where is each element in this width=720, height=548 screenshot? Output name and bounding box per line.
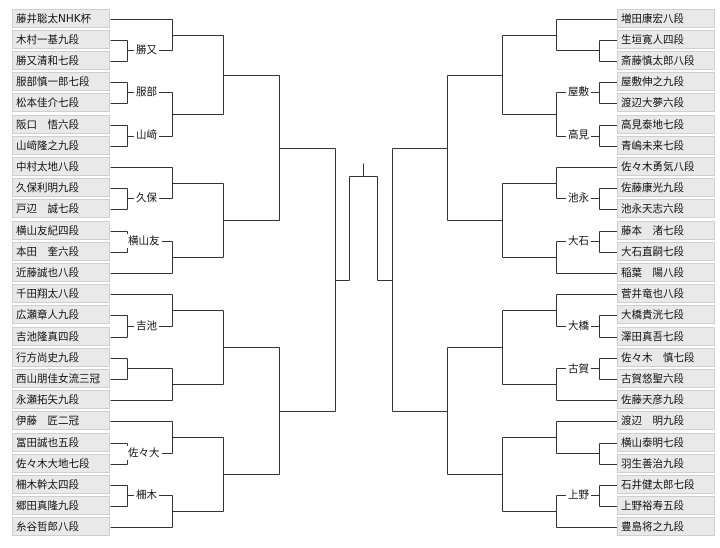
right-winner-5: 大橋: [566, 319, 591, 333]
left-winner-8: 柵木: [134, 488, 159, 502]
left-player-21: 冨田誠也五段: [12, 433, 110, 452]
left-player-16: 吉池隆真四段: [12, 327, 110, 346]
right-player-17: 佐々木 慎七段: [617, 348, 715, 367]
left-winner-4: 久保: [134, 191, 159, 205]
right-player-23: 石井健太郎七段: [617, 475, 715, 494]
right-player-21: 横山泰明七段: [617, 433, 715, 452]
left-player-9: 久保利明九段: [12, 178, 110, 197]
left-winner-1: 勝又: [134, 43, 159, 57]
left-player-25: 糸谷哲郎八段: [12, 517, 110, 536]
left-player-17: 行方尚史九段: [12, 348, 110, 367]
right-player-4: 屋敷伸之九段: [617, 72, 715, 91]
left-player-7: 山﨑隆之九段: [12, 136, 110, 155]
left-player-22: 佐々木大地七段: [12, 454, 110, 473]
left-player-24: 郷田真隆九段: [12, 496, 110, 515]
right-player-22: 羽生善治九段: [617, 454, 715, 473]
left-winner-7: 佐々大: [126, 446, 162, 460]
left-player-15: 広瀬章人九段: [12, 305, 110, 324]
left-player-6: 阪口 悟六段: [12, 115, 110, 134]
right-player-20: 渡辺 明九段: [617, 411, 715, 430]
left-player-10: 戸辺 誠七段: [12, 199, 110, 218]
right-player-9: 佐藤康光九段: [617, 178, 715, 197]
right-player-8: 佐々木勇気八段: [617, 157, 715, 176]
right-player-11: 藤本 渚七段: [617, 221, 715, 240]
right-player-12: 大石直嗣七段: [617, 242, 715, 261]
right-player-25: 豊島将之九段: [617, 517, 715, 536]
left-player-13: 近藤誠也八段: [12, 263, 110, 282]
right-player-1: 増田康宏八段: [617, 9, 715, 28]
right-player-24: 上野裕寿五段: [617, 496, 715, 515]
right-winner-4: 大石: [566, 234, 591, 248]
right-player-19: 佐藤天彦九段: [617, 390, 715, 409]
right-player-10: 池永天志六段: [617, 199, 715, 218]
left-player-12: 本田 奎六段: [12, 242, 110, 261]
left-player-8: 中村太地八段: [12, 157, 110, 176]
right-player-16: 澤田真吾七段: [617, 327, 715, 346]
right-player-14: 菅井竜也八段: [617, 284, 715, 303]
left-winner-3: 山﨑: [134, 128, 159, 142]
left-player-18: 西山朋佳女流三冠: [12, 369, 110, 388]
left-player-11: 横山友紀四段: [12, 221, 110, 240]
right-player-6: 高見泰地七段: [617, 115, 715, 134]
right-player-2: 生垣寛人四段: [617, 30, 715, 49]
right-winner-3: 池永: [566, 191, 591, 205]
right-winner-6: 古賀: [566, 362, 591, 376]
left-winner-6: 吉池: [134, 319, 159, 333]
left-player-14: 千田翔太八段: [12, 284, 110, 303]
left-player-4: 服部慎一郎七段: [12, 72, 110, 91]
left-player-1: 藤井聡太NHK杯: [12, 9, 110, 28]
right-player-15: 大橋貴洸七段: [617, 305, 715, 324]
right-player-7: 青嶋未来七段: [617, 136, 715, 155]
right-player-3: 斎藤慎太郎八段: [617, 51, 715, 70]
left-winner-5: 横山友: [126, 234, 162, 248]
right-winner-1: 屋敷: [566, 85, 591, 99]
left-player-23: 柵木幹太四段: [12, 475, 110, 494]
right-player-18: 古賀悠聖六段: [617, 369, 715, 388]
left-player-19: 永瀬拓矢九段: [12, 390, 110, 409]
right-winner-7: 上野: [566, 488, 591, 502]
left-player-20: 伊藤 匠二冠: [12, 411, 110, 430]
left-player-2: 木村一基九段: [12, 30, 110, 49]
right-winner-2: 高見: [566, 128, 591, 142]
right-player-5: 渡辺大夢六段: [617, 93, 715, 112]
right-player-13: 稲葉 陽八段: [617, 263, 715, 282]
left-winner-2: 服部: [134, 85, 159, 99]
left-player-3: 勝又清和七段: [12, 51, 110, 70]
left-player-5: 松本佳介七段: [12, 93, 110, 112]
